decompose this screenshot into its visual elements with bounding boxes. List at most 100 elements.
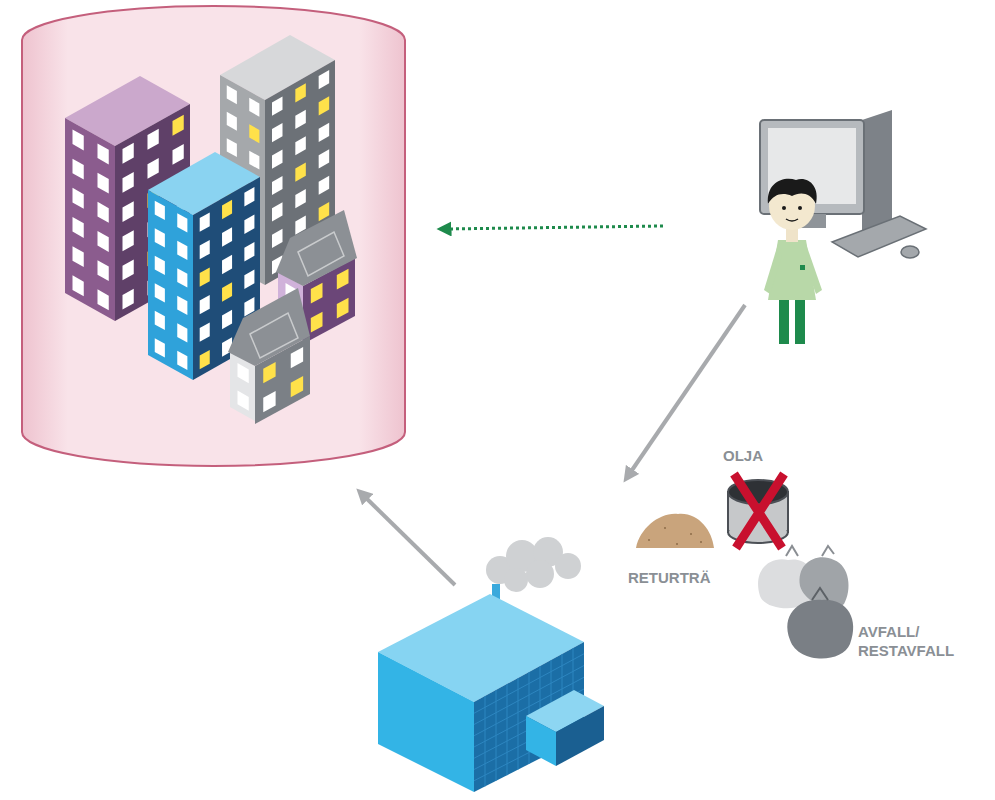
window xyxy=(295,189,306,208)
window xyxy=(272,229,283,248)
window xyxy=(73,129,84,150)
window xyxy=(177,241,187,260)
window xyxy=(272,176,283,195)
window xyxy=(123,172,134,193)
label-holder: RETURTRÄ xyxy=(628,568,711,587)
window xyxy=(319,123,330,142)
window xyxy=(123,289,134,310)
drawing-part xyxy=(779,300,789,344)
window xyxy=(123,201,134,222)
window xyxy=(155,256,165,275)
window xyxy=(227,138,237,157)
fuel-label: OLJA xyxy=(723,446,763,465)
window xyxy=(272,123,283,142)
window xyxy=(155,228,165,247)
window xyxy=(311,283,323,304)
window xyxy=(200,322,210,341)
roof xyxy=(228,288,310,366)
drawing-part xyxy=(768,179,817,204)
window xyxy=(263,362,275,383)
window xyxy=(295,136,306,155)
window xyxy=(249,98,259,117)
window xyxy=(73,246,84,267)
window xyxy=(155,201,165,220)
drawing-part xyxy=(378,652,474,792)
label-holder: OLJA xyxy=(723,446,763,465)
window xyxy=(227,112,237,131)
window xyxy=(222,255,232,274)
drawing-part xyxy=(22,6,405,466)
drawing-part xyxy=(556,706,604,766)
window xyxy=(249,151,259,170)
window xyxy=(291,376,303,397)
drawing-part xyxy=(786,546,834,556)
window xyxy=(177,213,187,232)
window xyxy=(200,350,210,369)
window xyxy=(200,212,210,231)
window xyxy=(73,275,84,296)
power-plant xyxy=(378,537,604,792)
window xyxy=(98,231,109,252)
window xyxy=(244,270,254,289)
drawing-part xyxy=(787,600,853,659)
drawing-part xyxy=(526,716,556,766)
window xyxy=(227,85,237,104)
window xyxy=(295,83,306,102)
window xyxy=(272,202,283,221)
window xyxy=(98,289,109,310)
drawing-part xyxy=(862,110,892,232)
window xyxy=(319,149,330,168)
window xyxy=(177,323,187,342)
window xyxy=(148,158,159,179)
window xyxy=(173,144,184,165)
computer xyxy=(760,110,926,258)
window xyxy=(222,310,232,329)
window xyxy=(272,149,283,168)
window xyxy=(123,143,134,164)
drawing-part xyxy=(782,206,786,210)
window xyxy=(98,202,109,223)
drawing-part xyxy=(734,474,784,548)
sawdust-pile xyxy=(636,514,714,548)
window xyxy=(319,202,330,221)
window xyxy=(295,110,306,129)
drawing-part xyxy=(901,246,919,258)
window xyxy=(291,347,303,368)
building-face xyxy=(148,190,193,380)
solar-panel xyxy=(250,313,298,358)
window xyxy=(73,159,84,180)
window xyxy=(337,269,349,290)
window xyxy=(148,129,159,150)
drawing-part xyxy=(798,206,802,210)
window xyxy=(98,260,109,281)
drawing-part xyxy=(444,226,663,229)
window xyxy=(319,176,330,195)
label-holder: AVFALL/ RESTAVFALL xyxy=(858,622,976,660)
window xyxy=(200,267,210,286)
waste-bags xyxy=(758,546,853,659)
window xyxy=(123,230,134,251)
window xyxy=(249,124,259,143)
window xyxy=(244,215,254,234)
drawing-part xyxy=(764,244,782,294)
drawing-part xyxy=(800,265,805,270)
window xyxy=(272,97,283,116)
window xyxy=(98,173,109,194)
window xyxy=(222,200,232,219)
window xyxy=(244,187,254,206)
window xyxy=(155,311,165,330)
window xyxy=(319,70,330,89)
window xyxy=(244,242,254,261)
window xyxy=(222,227,232,246)
fuel-label: AVFALL/ RESTAVFALL xyxy=(858,622,976,660)
drawing-part xyxy=(832,216,926,257)
window xyxy=(155,338,165,357)
window xyxy=(123,259,134,280)
window xyxy=(238,391,249,411)
window xyxy=(337,298,349,319)
arrows xyxy=(362,226,745,585)
drawing-part xyxy=(526,560,554,588)
drawing-part xyxy=(362,494,455,585)
window xyxy=(177,296,187,315)
